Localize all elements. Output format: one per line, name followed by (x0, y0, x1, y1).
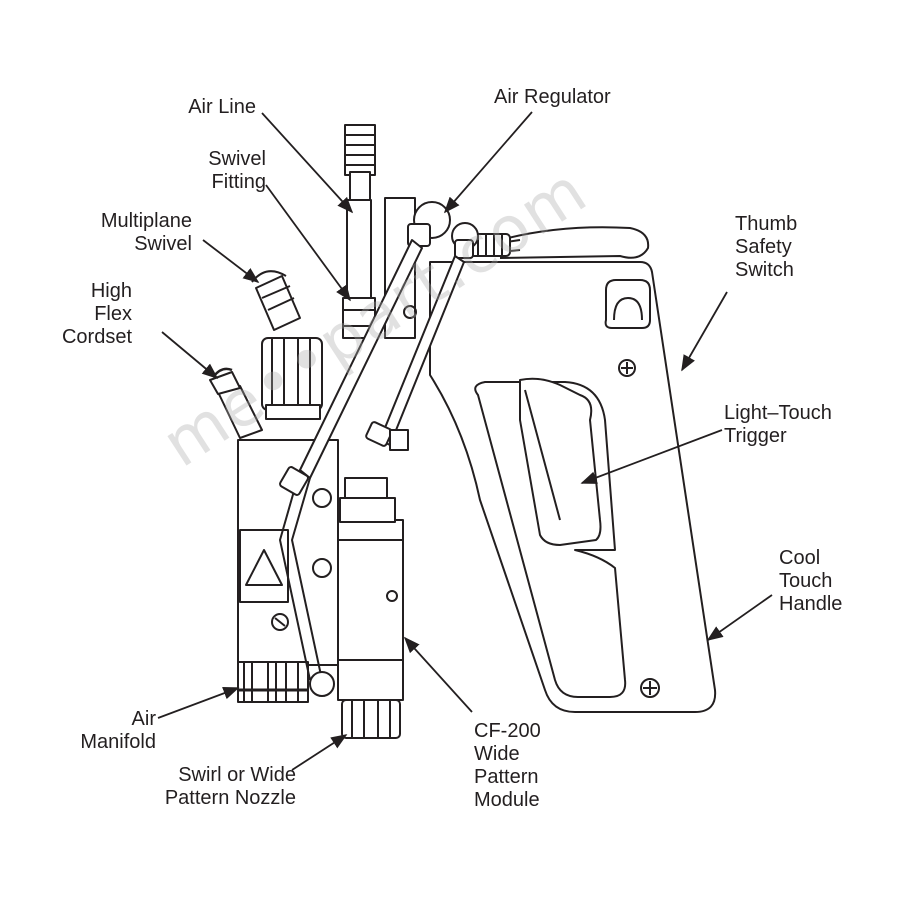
label-air-line: Air Line (188, 96, 256, 118)
label-swivel-fitting: Swivel Fitting (208, 148, 266, 193)
leader-cf200-module (403, 636, 473, 713)
label-thumb-safety-switch: Thumb Safety Switch (735, 213, 798, 281)
air-line-fitting-top (344, 124, 376, 176)
screw-upper (618, 359, 636, 377)
leader-cool-touch-handle (706, 594, 773, 641)
leader-thumb-safety-switch (681, 291, 728, 372)
leader-air-line (261, 112, 354, 214)
label-multiplane-swivel: Multiplane Swivel (100, 210, 192, 255)
handle-cutout (474, 381, 627, 698)
leader-air-regulator (443, 111, 533, 214)
leader-high-flex-cordset (161, 331, 219, 380)
trigger-body (519, 377, 602, 546)
label-air-manifold: Air Manifold (80, 708, 156, 753)
label-cf200-module: CF-200 Wide Pattern Module (474, 720, 541, 811)
screw-lower (640, 678, 660, 698)
leader-swirl-nozzle (291, 734, 348, 771)
cf200-module-block (337, 519, 404, 701)
leader-multiplane-swivel (202, 239, 260, 283)
thumb-safety-slot (604, 279, 651, 329)
label-cool-touch-handle: Cool Touch Handle (779, 547, 843, 615)
label-light-touch-trigger: Light–Touch Trigger (724, 402, 832, 447)
leader-light-touch-trigger (580, 429, 723, 484)
leader-swivel-fitting (265, 184, 351, 302)
leader-air-manifold (157, 687, 240, 719)
nozzle (341, 699, 401, 739)
top-air-hose (499, 226, 650, 259)
label-air-regulator: Air Regulator (494, 86, 611, 108)
label-high-flex-cordset: High Flex Cordset (61, 280, 132, 348)
label-swirl-nozzle: Swirl or Wide Pattern Nozzle (164, 764, 296, 809)
